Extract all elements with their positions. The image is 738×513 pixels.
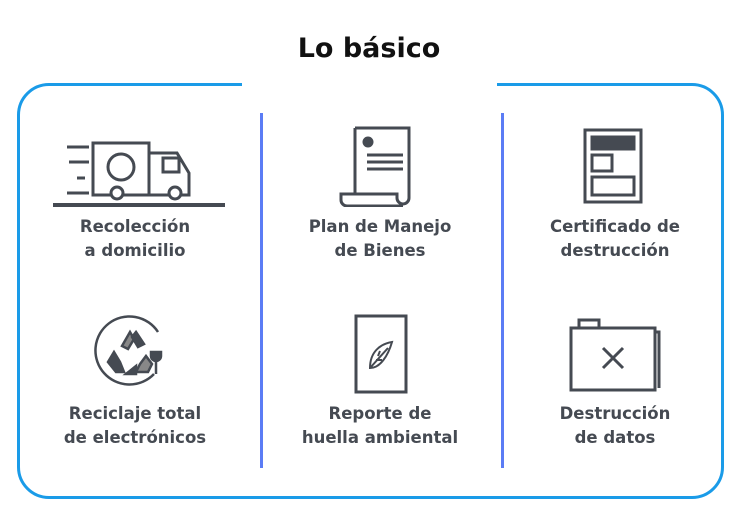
recycle-plug-icon (94, 315, 163, 386)
section-title: Lo básico (297, 33, 441, 64)
truck-icon (53, 141, 225, 207)
divider (260, 113, 263, 468)
divider (501, 113, 504, 468)
document-scroll-icon (339, 126, 411, 207)
leaf-report-icon (354, 314, 408, 394)
folder-x-icon (569, 318, 661, 392)
certificate-icon (583, 128, 643, 204)
